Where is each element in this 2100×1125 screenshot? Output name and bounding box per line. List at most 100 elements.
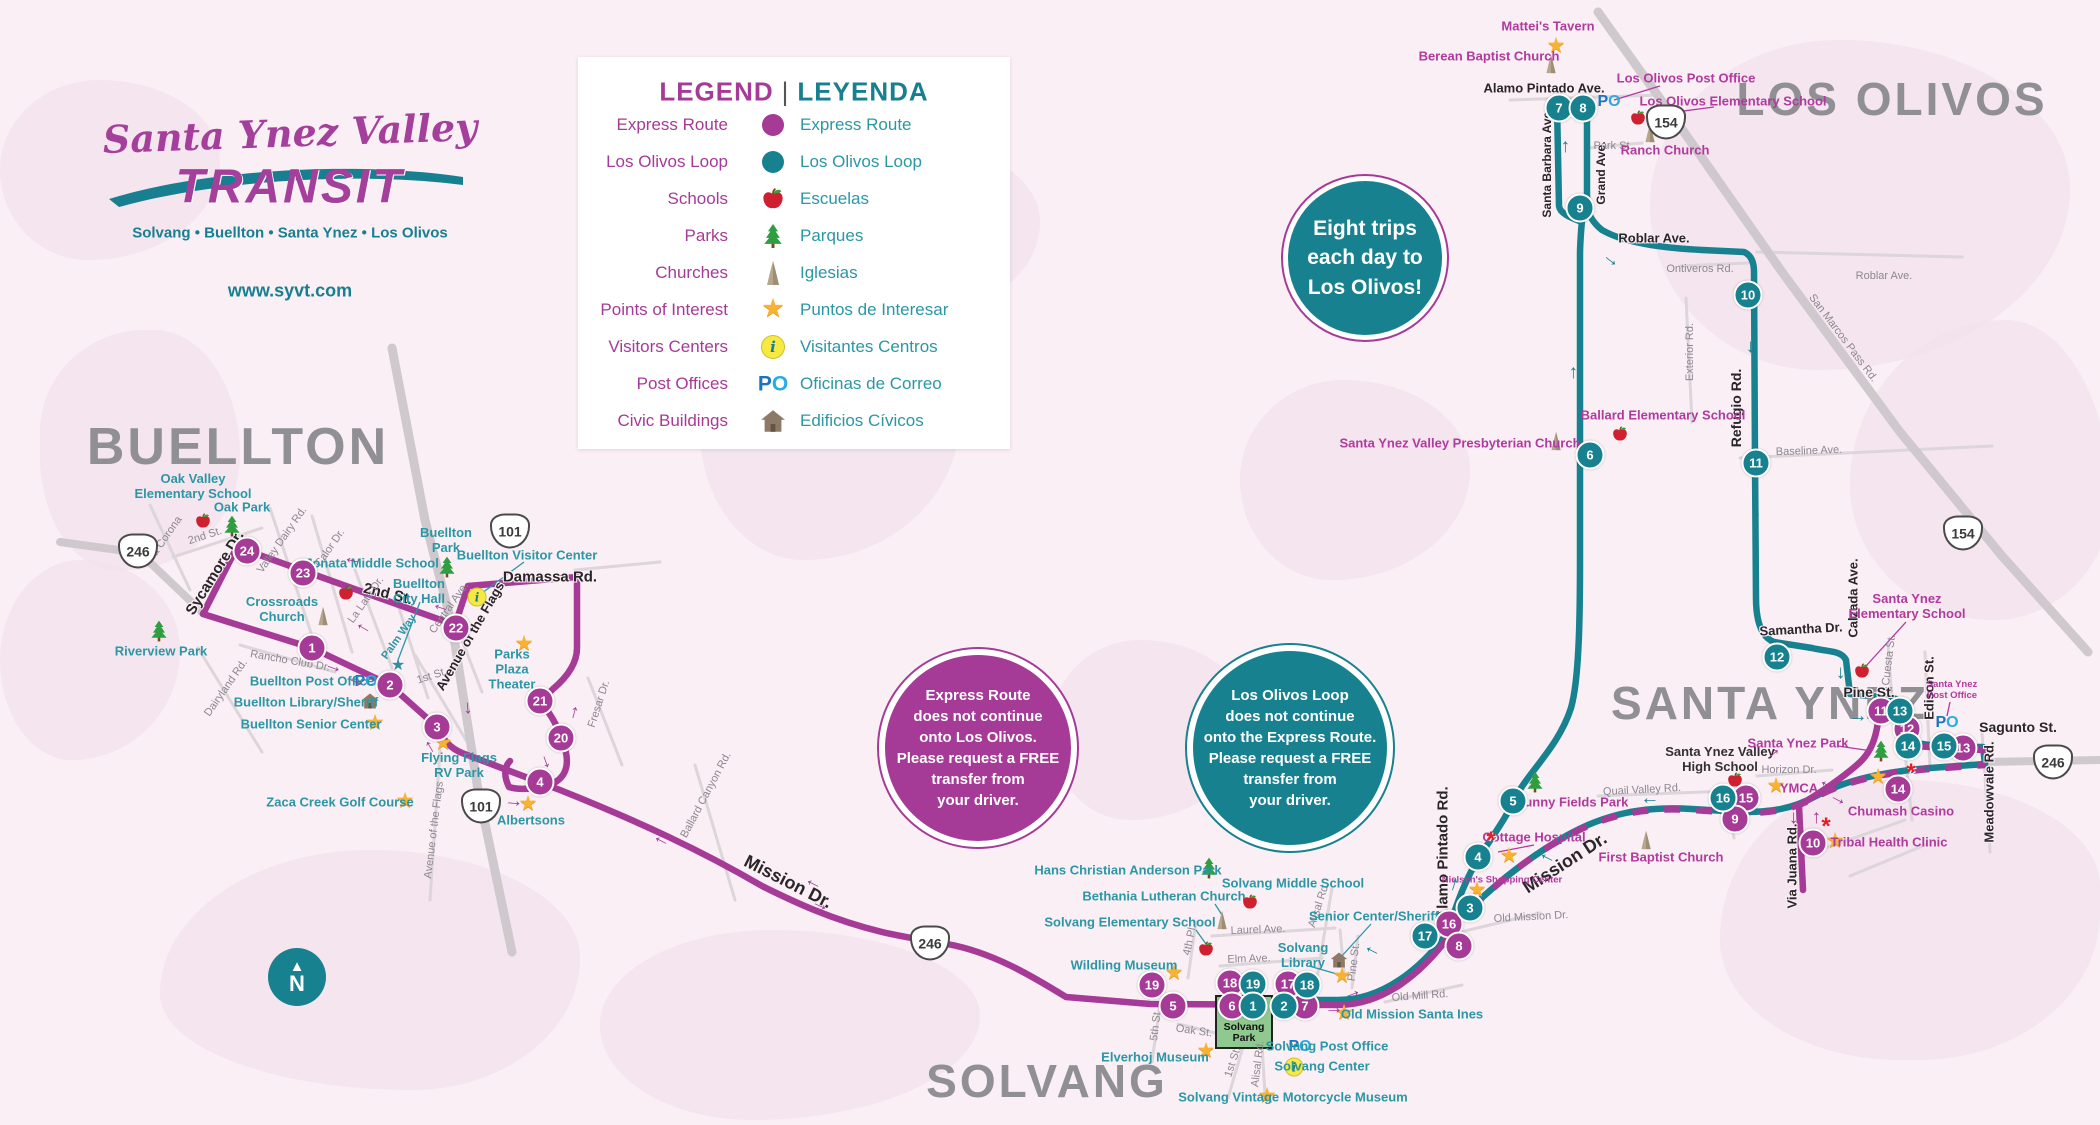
route-direction-arrow: → xyxy=(1324,997,1344,1019)
apple-glyph xyxy=(1242,894,1259,915)
post-office-icon: PO xyxy=(354,673,378,690)
poi-label: Buellton Post Office xyxy=(249,673,375,689)
po-glyph: PO xyxy=(354,673,377,690)
poi-civic-icon xyxy=(361,693,379,709)
legend-title-divider: | xyxy=(781,76,790,107)
star-glyph: ★ xyxy=(1196,1039,1216,1062)
civic-icon xyxy=(761,410,785,437)
civic-glyph xyxy=(361,693,379,713)
street-label: Damassa Rd. xyxy=(502,568,598,586)
street-label: Meadowvale Rd. xyxy=(1981,741,1997,843)
poi-apple-icon xyxy=(1630,110,1647,127)
star-glyph: ★ xyxy=(1332,964,1352,987)
route-direction-arrow: → xyxy=(340,550,364,576)
poi-label: Chumash Casino xyxy=(1847,803,1955,819)
poi-label: Cottage Hospital xyxy=(1482,829,1586,845)
star-glyph: ★ xyxy=(1257,1084,1277,1107)
poi-label: Solvang Vintage Motorcycle Museum xyxy=(1178,1089,1408,1105)
church-icon xyxy=(761,261,785,289)
poi-tree-icon xyxy=(439,556,455,578)
poi-label: Mattei's Tavern xyxy=(1501,18,1595,34)
bus-stop-loop-3: 3 xyxy=(1455,893,1485,923)
poi-label: Santa Ynez Post Office xyxy=(1926,679,1978,701)
highway-shield-154: 154 xyxy=(1646,104,1686,140)
street-label: Pine St. xyxy=(1843,684,1895,700)
poi-star-icon: ★ xyxy=(1547,35,1566,56)
terrain-blob xyxy=(40,330,240,570)
post-office-icon: PO xyxy=(1935,714,1959,731)
logo-swoosh xyxy=(109,168,463,207)
legend-label-en: Civic Buildings xyxy=(617,411,728,430)
poi-label: Crossroads Church xyxy=(245,594,319,624)
callout-bubble-1: Express Route does not continue onto Los… xyxy=(885,655,1071,841)
label-connectors-teal xyxy=(397,561,1372,975)
poi-tree-icon xyxy=(1873,740,1889,762)
star-glyph: ★ xyxy=(1164,961,1184,984)
poi-label: Tribal Health Clinic xyxy=(1830,834,1948,850)
bus-stop-express-8: 8 xyxy=(1444,931,1474,961)
poi-tree-icon xyxy=(151,620,167,642)
loop-dot-icon xyxy=(762,151,784,173)
route-direction-arrow: → xyxy=(1578,137,1600,157)
po-glyph: PO xyxy=(1935,714,1958,731)
legend-label-es: Express Route xyxy=(800,115,912,134)
star-glyph: ★ xyxy=(1766,774,1786,797)
north-compass: ▲ N xyxy=(268,948,326,1006)
post-office-icon: PO xyxy=(1288,1038,1312,1055)
info-glyph: i xyxy=(467,587,487,607)
timepoint-asterisk: * xyxy=(1821,813,1831,840)
apple-glyph xyxy=(195,513,212,534)
legend-label-es: Edificios Cívicos xyxy=(800,411,924,430)
street-label: Horizon Dr. xyxy=(1761,764,1817,776)
legend-label-es: Iglesias xyxy=(800,263,858,282)
poi-star-icon: ★ xyxy=(1500,845,1519,866)
legend-label-es: Puntos de Interesar xyxy=(800,300,949,319)
star-glyph: ★ xyxy=(395,789,415,812)
bus-stop-loop-15: 15 xyxy=(1929,731,1959,761)
poi-label: Buellton City Hall xyxy=(392,576,446,606)
bus-stop-express-24: 24 xyxy=(232,536,262,566)
agency-logo: Santa Ynez Valley TRANSIT Solvang • Buel… xyxy=(95,95,485,310)
church-glyph xyxy=(1215,910,1230,934)
bus-stop-loop-17: 17 xyxy=(1410,921,1440,951)
poi-apple-icon xyxy=(1198,941,1215,958)
poi-label: Buellton Visitor Center xyxy=(456,547,598,563)
poi-label: Riverview Park xyxy=(114,643,208,659)
street-label: Laurel Ave. xyxy=(1230,923,1286,937)
city-title-buellton: BUELLTON xyxy=(86,418,390,476)
poi-label: Solvang Center xyxy=(1274,1058,1370,1074)
legend-title-es: LEYENDA xyxy=(797,76,929,107)
street-label: Alamo Pintado Ave. xyxy=(1483,80,1605,96)
street-label: Sagunto St. xyxy=(1979,719,2057,735)
route-direction-arrow: → xyxy=(1848,705,1868,727)
apple-glyph xyxy=(1854,663,1871,684)
poi-label: Santa Ynez Park xyxy=(1747,735,1849,751)
apple-glyph xyxy=(1612,426,1629,447)
dot-teal-icon xyxy=(762,151,784,177)
bus-stop-express-22: 22 xyxy=(441,613,471,643)
star-glyph: ★ xyxy=(514,632,534,655)
terrain-blob xyxy=(160,850,580,1090)
tree-glyph xyxy=(1527,771,1543,797)
bus-stop-express-21: 21 xyxy=(525,686,555,716)
legend-icon-church xyxy=(761,261,785,285)
apple-icon xyxy=(761,188,785,215)
route-direction-arrow: → xyxy=(1560,363,1582,383)
poi-info-icon: i xyxy=(467,587,487,607)
poi-apple-icon xyxy=(338,585,355,602)
poi-label: Flying Flags RV Park xyxy=(421,750,497,780)
legend-label-en: Churches xyxy=(655,263,728,282)
street-label: Via Juana Rd. xyxy=(1784,823,1800,909)
poi-label: Santa Ynez Valley Presbyterian Church xyxy=(1339,435,1581,451)
poi-label: Berean Baptist Church xyxy=(1418,48,1560,64)
legend-icon-info: i xyxy=(761,335,785,359)
star-glyph: ★ xyxy=(365,711,385,734)
bus-stop-express-20: 20 xyxy=(546,723,576,753)
bus-stop-loop-1: 1 xyxy=(1238,991,1268,1021)
poi-label: Solvang Elementary School xyxy=(1044,914,1216,930)
poi-star-icon: ★ xyxy=(1333,965,1352,986)
poi-label: Elverhoj Museum xyxy=(1101,1049,1209,1065)
route-direction-arrow: → xyxy=(458,697,482,719)
legend-label-en: Visitors Centers xyxy=(608,337,728,356)
post-office-icon: PO xyxy=(757,372,789,396)
